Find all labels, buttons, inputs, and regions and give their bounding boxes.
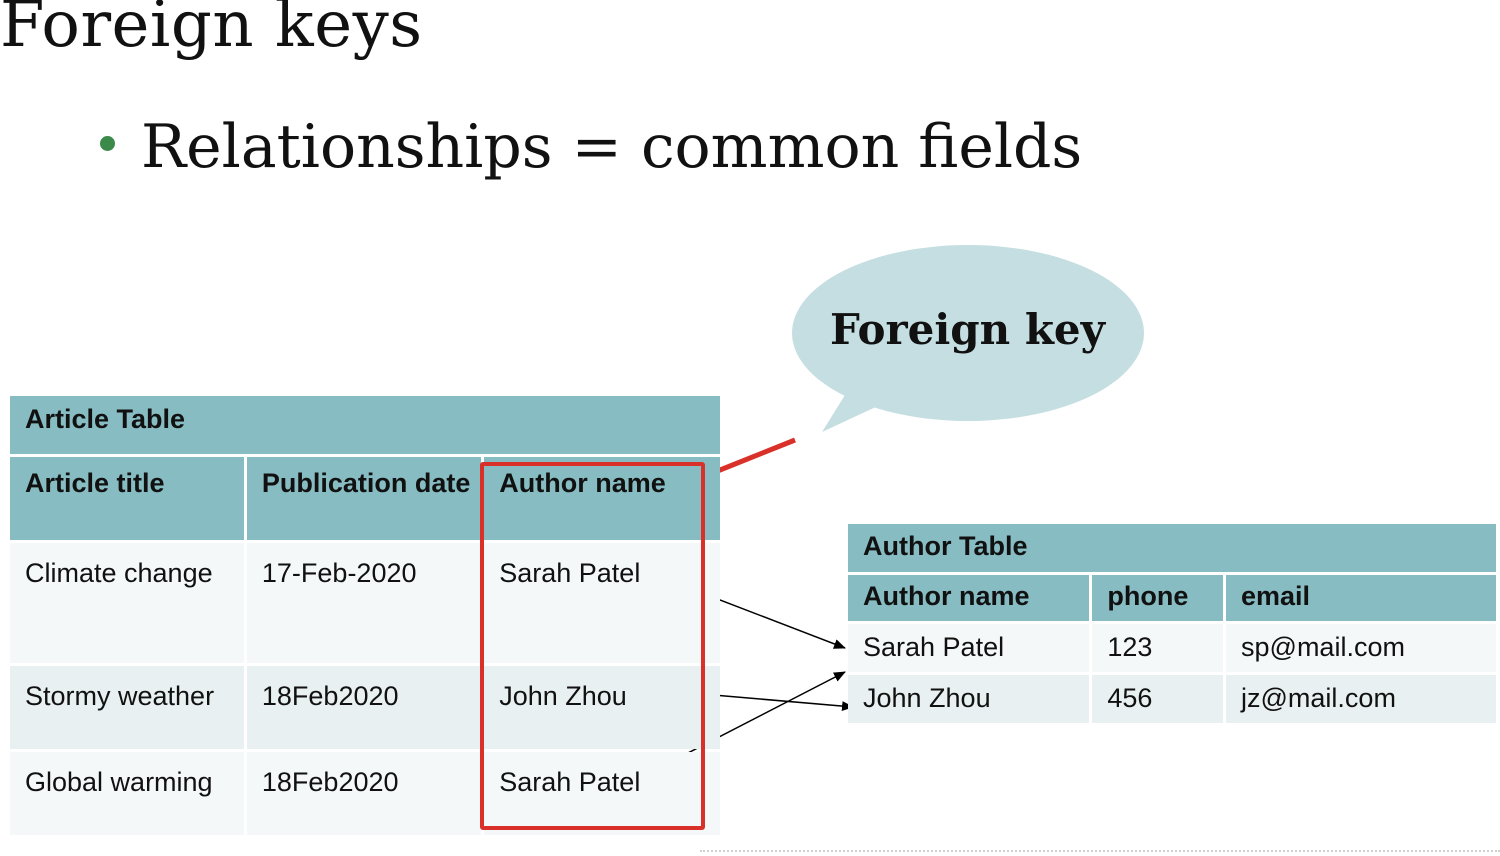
article-column-header: Article title (10, 457, 244, 540)
table-cell: 17-Feb-2020 (246, 543, 482, 663)
author-table: Author Table Author name phone email Sar… (845, 521, 1499, 726)
article-column-header: Publication date (246, 457, 482, 540)
bullet-dot-icon (100, 135, 115, 151)
table-cell: Global warming (10, 752, 244, 835)
table-row: John Zhou 456 jz@mail.com (848, 675, 1496, 723)
article-table: Article Table Article title Publication … (7, 393, 723, 838)
table-cell: John Zhou (848, 675, 1090, 723)
article-column-header: Author name (484, 457, 720, 540)
foreign-key-callout: Foreign key (829, 305, 1106, 354)
table-cell: 123 (1092, 624, 1224, 672)
table-row: Global warming 18Feb2020 Sarah Patel (10, 752, 720, 835)
table-row: Sarah Patel 123 sp@mail.com (848, 624, 1496, 672)
author-column-header: email (1226, 575, 1496, 621)
table-row: Climate change 17-Feb-2020 Sarah Patel (10, 543, 720, 663)
table-cell: jz@mail.com (1226, 675, 1496, 723)
slide-title: Foreign keys (0, 0, 423, 62)
foreign-key-highlight (480, 462, 705, 830)
table-cell: sp@mail.com (1226, 624, 1496, 672)
author-column-header: Author name (848, 575, 1090, 621)
bullet-point: Relationships = common fields (100, 112, 1082, 182)
table-cell: 18Feb2020 (246, 666, 482, 749)
table-cell: Sarah Patel (484, 752, 720, 835)
table-cell: John Zhou (484, 666, 720, 749)
table-cell: 456 (1092, 675, 1224, 723)
speech-bubble-tail (822, 395, 880, 432)
bullet-text: Relationships = common fields (141, 112, 1083, 182)
table-cell: Stormy weather (10, 666, 244, 749)
table-row: Stormy weather 18Feb2020 John Zhou (10, 666, 720, 749)
slide-bottom-edge (700, 850, 1500, 852)
table-cell: Climate change (10, 543, 244, 663)
table-cell: Sarah Patel (848, 624, 1090, 672)
table-cell: Sarah Patel (484, 543, 720, 663)
author-table-name: Author Table (848, 524, 1496, 572)
table-cell: 18Feb2020 (246, 752, 482, 835)
article-table-name: Article Table (10, 396, 720, 454)
author-column-header: phone (1092, 575, 1224, 621)
